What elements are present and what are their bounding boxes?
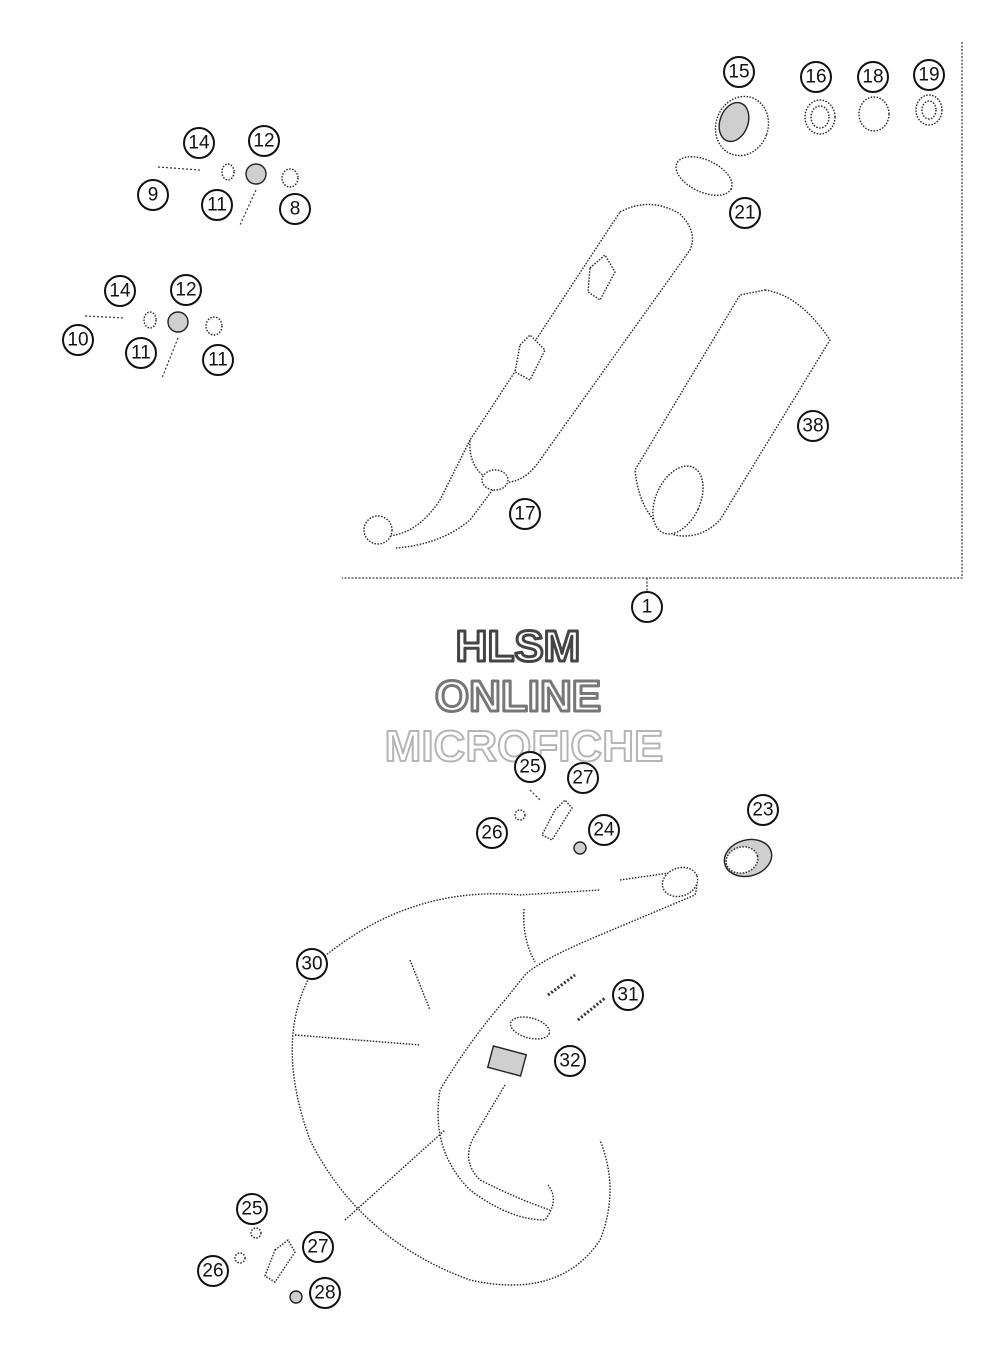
springs [547,973,606,1022]
callout-32: 32 [554,1045,586,1077]
svg-text:38: 38 [802,416,823,437]
callout-26: 26 [476,817,508,849]
callout-30: 30 [296,948,328,980]
callout-26: 26 [197,1255,229,1287]
callout-12: 12 [248,125,280,157]
callout-25: 25 [514,751,546,783]
callout-10: 10 [62,324,94,356]
callout-16: 16 [800,61,832,93]
callout-12: 12 [170,274,202,306]
bracket-hardware-lower [234,1227,303,1304]
svg-text:12: 12 [253,131,274,152]
svg-text:10: 10 [67,330,88,351]
svg-text:26: 26 [202,1261,223,1282]
hardware-group-1 [157,163,299,226]
svg-text:14: 14 [188,133,210,154]
svg-text:15: 15 [728,62,749,83]
callout-19: 19 [913,59,945,91]
svg-text:8: 8 [290,199,301,220]
callout-27: 27 [302,1231,334,1263]
callout-38: 38 [797,410,829,442]
coupling-sleeve [723,838,773,878]
svg-text:32: 32 [559,1051,580,1072]
svg-text:11: 11 [131,343,151,364]
bracket-hardware-upper [514,789,587,855]
exhaust-header-pipe [291,866,699,1286]
silencer-body [363,203,694,549]
svg-text:30: 30 [301,954,322,975]
svg-text:31: 31 [617,985,638,1006]
callout-14: 14 [104,275,136,307]
svg-text:24: 24 [593,820,615,841]
svg-text:16: 16 [805,67,826,88]
end-cap [714,95,770,157]
callout-14: 14 [183,127,215,159]
callout-31: 31 [612,979,644,1011]
ring-16 [804,99,836,135]
svg-text:26: 26 [481,823,502,844]
svg-text:28: 28 [314,1283,335,1304]
gasket [675,156,733,196]
svg-text:1: 1 [642,597,653,618]
svg-text:11: 11 [208,350,228,371]
svg-text:21: 21 [734,203,755,224]
silencer-sleeve [634,289,831,537]
callout-11: 11 [125,337,157,369]
svg-text:17: 17 [514,504,535,525]
watermark: HLSM ONLINE MICROFICHE [384,621,665,773]
callout-11: 11 [201,189,233,221]
hardware-group-2 [84,311,223,379]
callout-21: 21 [729,197,761,229]
callout-23: 23 [747,794,779,826]
assembly-frame [342,42,963,579]
callout-9: 9 [137,179,169,211]
svg-text:27: 27 [572,768,593,789]
callout-15: 15 [723,56,755,88]
exhaust-seal [486,1016,551,1077]
callout-1: 1 [631,591,663,623]
callout-28: 28 [309,1277,341,1309]
svg-text:27: 27 [307,1237,328,1258]
svg-text:11: 11 [207,195,227,216]
callout-27: 27 [567,762,599,794]
watermark-line-2: ONLINE [435,672,601,721]
svg-text:25: 25 [241,1199,262,1220]
callout-8: 8 [279,193,311,225]
svg-text:18: 18 [862,67,883,88]
ring-19 [915,94,943,126]
callout-11: 11 [202,344,234,376]
svg-text:12: 12 [175,280,196,301]
svg-text:9: 9 [148,185,159,206]
ring-18 [858,96,890,132]
callout-24: 24 [588,814,620,846]
svg-text:25: 25 [519,757,540,778]
watermark-line-1: HLSM [456,622,581,671]
svg-text:14: 14 [109,281,131,302]
callout-25: 25 [236,1193,268,1225]
callout-17: 17 [509,498,541,530]
svg-text:23: 23 [752,800,773,821]
callout-18: 18 [857,61,889,93]
svg-text:19: 19 [918,65,939,86]
